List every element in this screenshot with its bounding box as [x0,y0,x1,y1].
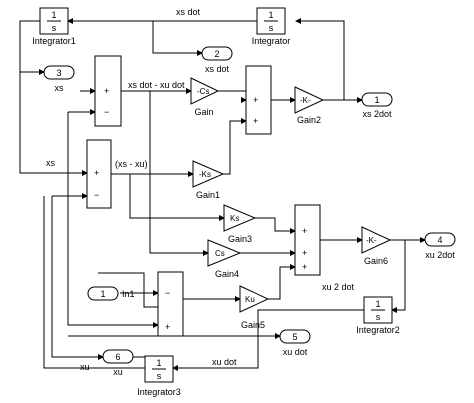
gain6-name: Gain6 [364,256,388,266]
inport-1-num: 1 [100,289,105,299]
wire-gain1-to-sum3 [223,118,247,175]
integrator-block[interactable]: 1 s Integrator [252,7,291,46]
sum5-plus-sign: + [165,322,170,332]
sum1-block[interactable]: + − [94,55,122,127]
wire-gain3-to-sum4 [255,217,296,234]
sum3-block[interactable]: + + [245,65,272,135]
sum4-plus-sign-2: + [302,248,307,258]
outport-5-num: 5 [292,332,297,342]
integrator1-name: Integrator1 [32,36,76,46]
wire-to-out2 [152,21,203,56]
gain6-block[interactable]: -K- Gain6 [361,226,392,266]
signal-label-velocity-diff: xs dot - xu dot [128,80,185,90]
signal-label-xu-dot: xu dot [212,357,237,367]
gain5-block[interactable]: Ku Gain5 [239,285,270,330]
gain3-name: Gain3 [228,234,252,244]
outport-5-name: xu dot [283,347,308,357]
sum4-plus-sign-1: + [302,226,307,236]
outport-1-num: 1 [374,95,379,105]
wire-gain5-to-sum4 [268,264,296,300]
sum3-plus-sign-2: + [253,116,258,126]
sum5-minus-sign: − [165,288,170,298]
wire-xu-into-sum5 [98,272,158,308]
gain-block[interactable]: -Cs Gain [190,77,220,117]
integrator2-name: Integrator2 [356,325,400,335]
integrator1-block[interactable]: 1 s Integrator1 [32,7,76,46]
outport-6-name: xu [113,367,123,377]
integrator-name: Integrator [252,36,291,46]
outport-1[interactable]: 1 xs 2dot [361,92,393,119]
gain4-block[interactable]: Cs Gain4 [207,239,242,279]
wire-xu-dot-to-integrator3 [172,309,366,371]
gain5-name: Gain5 [241,320,265,330]
outport-6-num: 6 [115,352,120,362]
sum3-plus-sign-1: + [253,95,258,105]
gain2-value: -K- [300,96,311,105]
sum4-block[interactable]: + + + [294,204,321,276]
integrator2-num: 1 [375,299,380,309]
wire-to-gain4 [149,91,209,256]
outport-3-name: xs [55,83,65,93]
inport-1[interactable]: 1 In1 [87,286,135,301]
signal-label-xs-dot: xs dot [176,7,201,17]
gain4-value: Cs [215,249,225,258]
sum2-plus-sign: + [94,168,99,178]
sum4-plus-sign-3: + [302,262,307,272]
integrator-num: 1 [268,10,273,20]
outport-2-num: 2 [214,49,219,59]
outport-3-num: 3 [56,68,61,78]
sum5-block[interactable]: − + [157,271,184,337]
wire-xu-2dot-to-integrator2 [391,240,406,313]
sum2-block[interactable]: + − [86,139,112,209]
gain-name: Gain [194,107,213,117]
integrator-den: s [269,23,274,33]
gain3-block[interactable]: Ks Gain3 [223,204,257,244]
outport-4-num: 4 [437,235,442,245]
gain1-name: Gain1 [196,190,220,200]
wire-integrator3-out [43,196,145,369]
wire-xs-feedback [19,20,88,176]
gain2-block[interactable]: -K- Gain2 [294,86,325,125]
outport-4[interactable]: 4 xu 2dot [424,232,456,260]
wire-gain-to-sum3 [218,90,249,101]
outport-4-name: xu 2dot [425,250,455,260]
integrator1-den: s [52,23,57,33]
integrator3-block[interactable]: 1 s Integrator3 [137,355,181,397]
outport-3[interactable]: 3 xs [43,65,75,93]
outport-6[interactable]: 6 xu [102,349,134,377]
sum1-minus-sign: − [104,107,109,117]
outport-2[interactable]: 2 xs dot [201,46,233,74]
gain4-name: Gain4 [215,269,239,279]
gain1-value: -Ks [199,170,211,179]
signal-label-xu-2-dot: xu 2 dot [322,282,355,292]
gain6-value: -K- [366,236,377,245]
integrator2-den: s [376,312,381,322]
signal-label-position-diff: (xs - xu) [115,159,148,169]
integrator3-name: Integrator3 [137,387,181,397]
outport-2-name: xs dot [205,64,230,74]
wire-xu-dot-into-sum1 [67,112,159,328]
integrator3-den: s [157,371,162,381]
integrator2-block[interactable]: 1 s Integrator2 [356,296,400,335]
inport-1-name: In1 [122,289,135,299]
sum2-minus-sign: − [94,190,99,200]
wire-xs-2dot-to-integrator [295,18,345,100]
gain5-value: Ku [245,295,255,304]
signal-label-xs: xs [46,158,56,168]
integrator3-num: 1 [156,358,161,368]
gain3-value: Ks [230,214,239,223]
gain2-name: Gain2 [297,115,321,125]
wire-xu-feedback [51,196,145,358]
wire-to-gain3 [129,174,225,221]
gain-value: -Cs [197,87,209,96]
sum1-plus-sign: + [104,86,109,96]
signal-label-xu: xu [80,362,90,372]
integrator1-num: 1 [51,10,56,20]
gain1-block[interactable]: -Ks Gain1 [192,160,225,200]
outport-1-name: xs 2dot [362,109,392,119]
outport-5[interactable]: 5 xu dot [279,329,311,357]
